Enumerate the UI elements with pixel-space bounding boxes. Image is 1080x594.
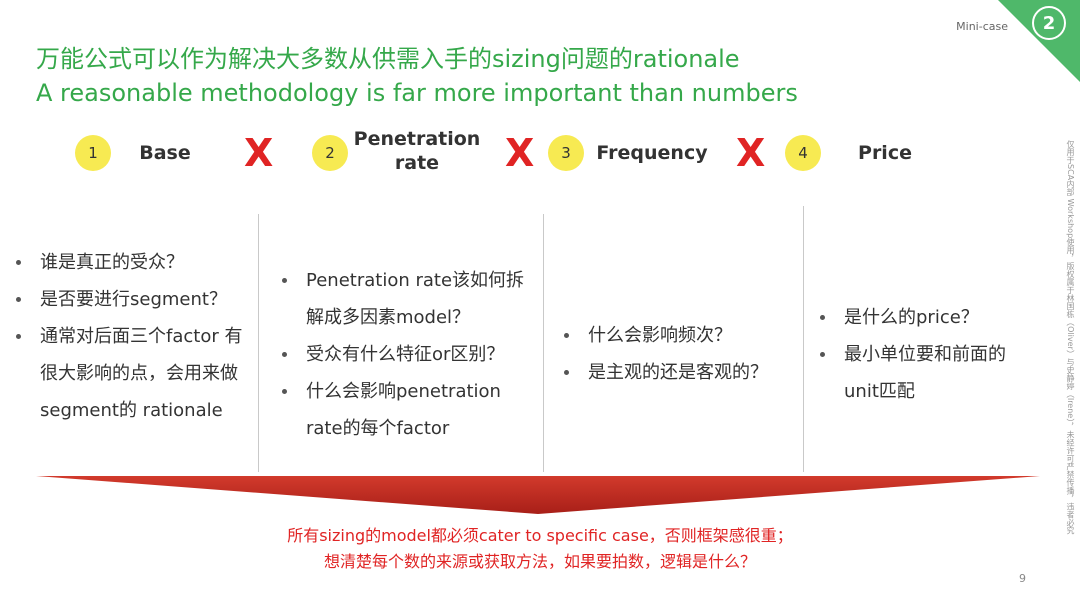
column-divider bbox=[803, 206, 804, 472]
multiply-icon: X bbox=[505, 131, 535, 175]
list-item: 通常对后面三个factor 有很大影响的点，会用来做segment的 ratio… bbox=[14, 318, 254, 429]
mini-case-tag: Mini-case bbox=[956, 20, 1008, 33]
list-item: 什么会影响频次？ bbox=[562, 317, 798, 354]
list-item: 是什么的price？ bbox=[818, 299, 1040, 336]
copyright-side-note: 仅用于SCA内部 Workshop使用，版权属于林国栋（Oliver）与史静婷（… bbox=[1066, 140, 1075, 535]
penetration-question-list: Penetration rate该如何拆解成多因素model？ 受众有什么特征o… bbox=[280, 262, 530, 447]
factor-1-label: Base bbox=[139, 142, 191, 164]
page-number: 9 bbox=[1019, 572, 1026, 585]
base-question-list: 谁是真正的受众？ 是否要进行segment？ 通常对后面三个factor 有很大… bbox=[14, 244, 254, 429]
list-item: Penetration rate该如何拆解成多因素model？ bbox=[280, 262, 530, 336]
price-question-list: 是什么的price？ 最小单位要和前面的unit匹配 bbox=[818, 299, 1040, 410]
list-item: 受众有什么特征or区别？ bbox=[280, 336, 530, 373]
frequency-question-list: 什么会影响频次？ 是主观的还是客观的？ bbox=[562, 317, 798, 391]
list-item: 谁是真正的受众？ bbox=[14, 244, 254, 281]
column-divider bbox=[258, 214, 259, 472]
conclusion-line-1: 所有sizing的model都必须cater to specific case，… bbox=[287, 526, 793, 545]
factor-4-label: Price bbox=[858, 142, 912, 164]
list-item: 什么会影响penetration rate的每个factor bbox=[280, 373, 530, 447]
factor-2-number: 2 bbox=[312, 135, 348, 171]
title-english: A reasonable methodology is far more imp… bbox=[36, 79, 798, 107]
conclusion-line-2: 想清楚每个数的来源或获取方法，如果要拍数，逻辑是什么？ bbox=[323, 552, 756, 571]
factor-3-label: Frequency bbox=[596, 142, 708, 164]
title-chinese: 万能公式可以作为解决大多数从供需入手的sizing问题的rationale bbox=[36, 45, 740, 73]
factor-4-number: 4 bbox=[785, 135, 821, 171]
factor-2-label-line2: rate bbox=[394, 152, 440, 174]
factor-1-number: 1 bbox=[75, 135, 111, 171]
factor-2-label-line1: Penetration bbox=[353, 128, 481, 150]
list-item: 是主观的还是客观的？ bbox=[562, 354, 798, 391]
down-arrow-banner bbox=[36, 476, 1040, 514]
list-item: 是否要进行segment？ bbox=[14, 281, 254, 318]
factor-2-label: Penetration rate bbox=[352, 127, 482, 175]
factor-3-number: 3 bbox=[548, 135, 584, 171]
list-item: 最小单位要和前面的unit匹配 bbox=[818, 336, 1040, 410]
slide-number-badge: 2 bbox=[1032, 6, 1066, 40]
multiply-icon: X bbox=[736, 131, 766, 175]
multiply-icon: X bbox=[244, 131, 274, 175]
column-divider bbox=[543, 214, 544, 472]
